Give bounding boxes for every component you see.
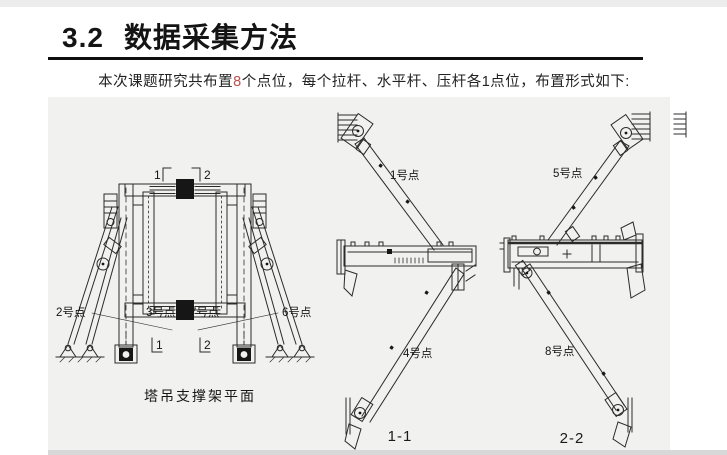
- label-point-1: 1号点: [390, 170, 420, 182]
- point-count-highlight: 8: [233, 74, 242, 90]
- label-point-6: 6号点: [282, 307, 312, 319]
- label-point-3: 3号点: [146, 307, 176, 319]
- label-point-5: 5号点: [553, 168, 583, 180]
- label-point-8: 8号点: [545, 346, 575, 358]
- section-1-1-caption: 1-1: [387, 428, 413, 445]
- section-2-2-caption: 2-2: [559, 430, 585, 447]
- plan-caption: 塔吊支撑架平面: [144, 388, 256, 404]
- body-suffix: 个点位，每个拉杆、水平杆、压杆各1点位，布置形式如下:: [241, 74, 630, 90]
- section-mark-bottom-1: 1: [156, 338, 163, 352]
- section-2-2-drawing: [499, 111, 687, 448]
- section-mark-bottom-2: 2: [204, 338, 211, 352]
- top-edge-strip: [0, 0, 727, 7]
- page-title: 数据采集方法: [123, 22, 298, 53]
- label-point-4: 4号点: [403, 348, 433, 360]
- bottom-edge-strip: [48, 450, 727, 455]
- label-point-2: 2号点: [56, 307, 86, 319]
- section-number: 3.2: [62, 22, 104, 53]
- clipped-anchor-fragment: [673, 111, 687, 138]
- label-point-7: 7号点: [190, 307, 220, 319]
- section-mark-top-1: 1: [154, 168, 161, 182]
- body-prefix: 本次课题研究共布置: [98, 74, 234, 90]
- title-underline: [48, 57, 643, 60]
- plan-structure-drawing: [55, 167, 315, 364]
- section-1-1-drawing: [336, 112, 477, 450]
- section-mark-top-2: 2: [204, 168, 211, 182]
- body-text: 本次课题研究共布置8个点位，每个拉杆、水平杆、压杆各1点位，布置形式如下:: [48, 70, 680, 91]
- slide-header: 3.2 数据采集方法: [62, 16, 298, 56]
- figure-panel: [48, 97, 670, 450]
